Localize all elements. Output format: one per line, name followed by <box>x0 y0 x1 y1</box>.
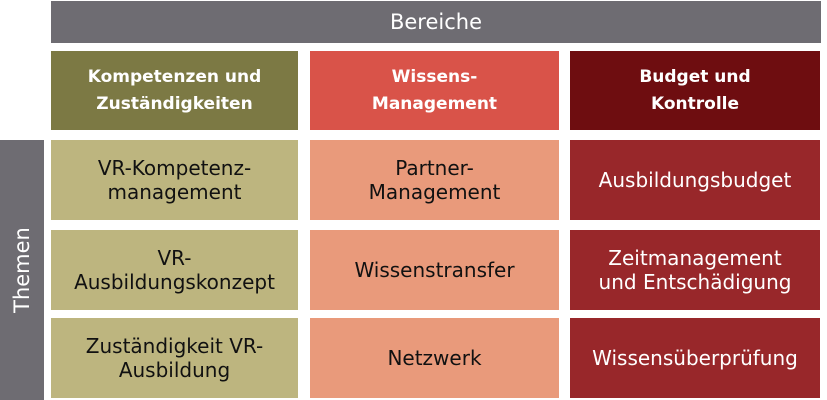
column-header-label: Wissens- Management <box>371 67 498 114</box>
topic-label: Netzwerk <box>387 346 482 370</box>
topic-cell: Wissenstransfer <box>310 230 559 310</box>
column-header-kompetenzen: Kompetenzen und Zuständigkeiten <box>51 51 298 130</box>
themen-side-label: Themen <box>10 227 34 313</box>
column-header-wissens-management: Wissens- Management <box>310 51 559 130</box>
bereiche-header-bar: Bereiche <box>51 1 821 43</box>
topic-cell: Partner- Management <box>310 140 559 220</box>
topic-cell: Wissensüberprüfung <box>570 318 820 398</box>
column-header-label: Budget und Kontrolle <box>639 67 751 114</box>
topic-label: VR- Ausbildungskonzept <box>74 246 275 294</box>
topic-label: Zeitmanagement und Entschädigung <box>598 246 792 294</box>
topic-label: Partner- Management <box>368 156 501 204</box>
topic-label: Wissensüberprüfung <box>592 346 798 370</box>
topic-cell: Zeitmanagement und Entschädigung <box>570 230 820 310</box>
topic-label: Wissenstransfer <box>354 258 515 282</box>
themen-side-bar: Themen <box>0 140 44 400</box>
topic-label: VR-Kompetenz- management <box>97 156 252 204</box>
bereiche-header-label: Bereiche <box>389 10 483 34</box>
topic-label: Ausbildungsbudget <box>598 168 792 192</box>
column-header-label: Kompetenzen und Zuständigkeiten <box>87 67 262 114</box>
topic-cell: VR- Ausbildungskonzept <box>51 230 298 310</box>
topic-cell: Ausbildungsbudget <box>570 140 820 220</box>
topic-cell: Zuständigkeit VR- Ausbildung <box>51 318 298 398</box>
topic-cell: VR-Kompetenz- management <box>51 140 298 220</box>
topic-cell: Netzwerk <box>310 318 559 398</box>
topic-label: Zuständigkeit VR- Ausbildung <box>85 334 264 382</box>
column-header-budget: Budget und Kontrolle <box>570 51 820 130</box>
